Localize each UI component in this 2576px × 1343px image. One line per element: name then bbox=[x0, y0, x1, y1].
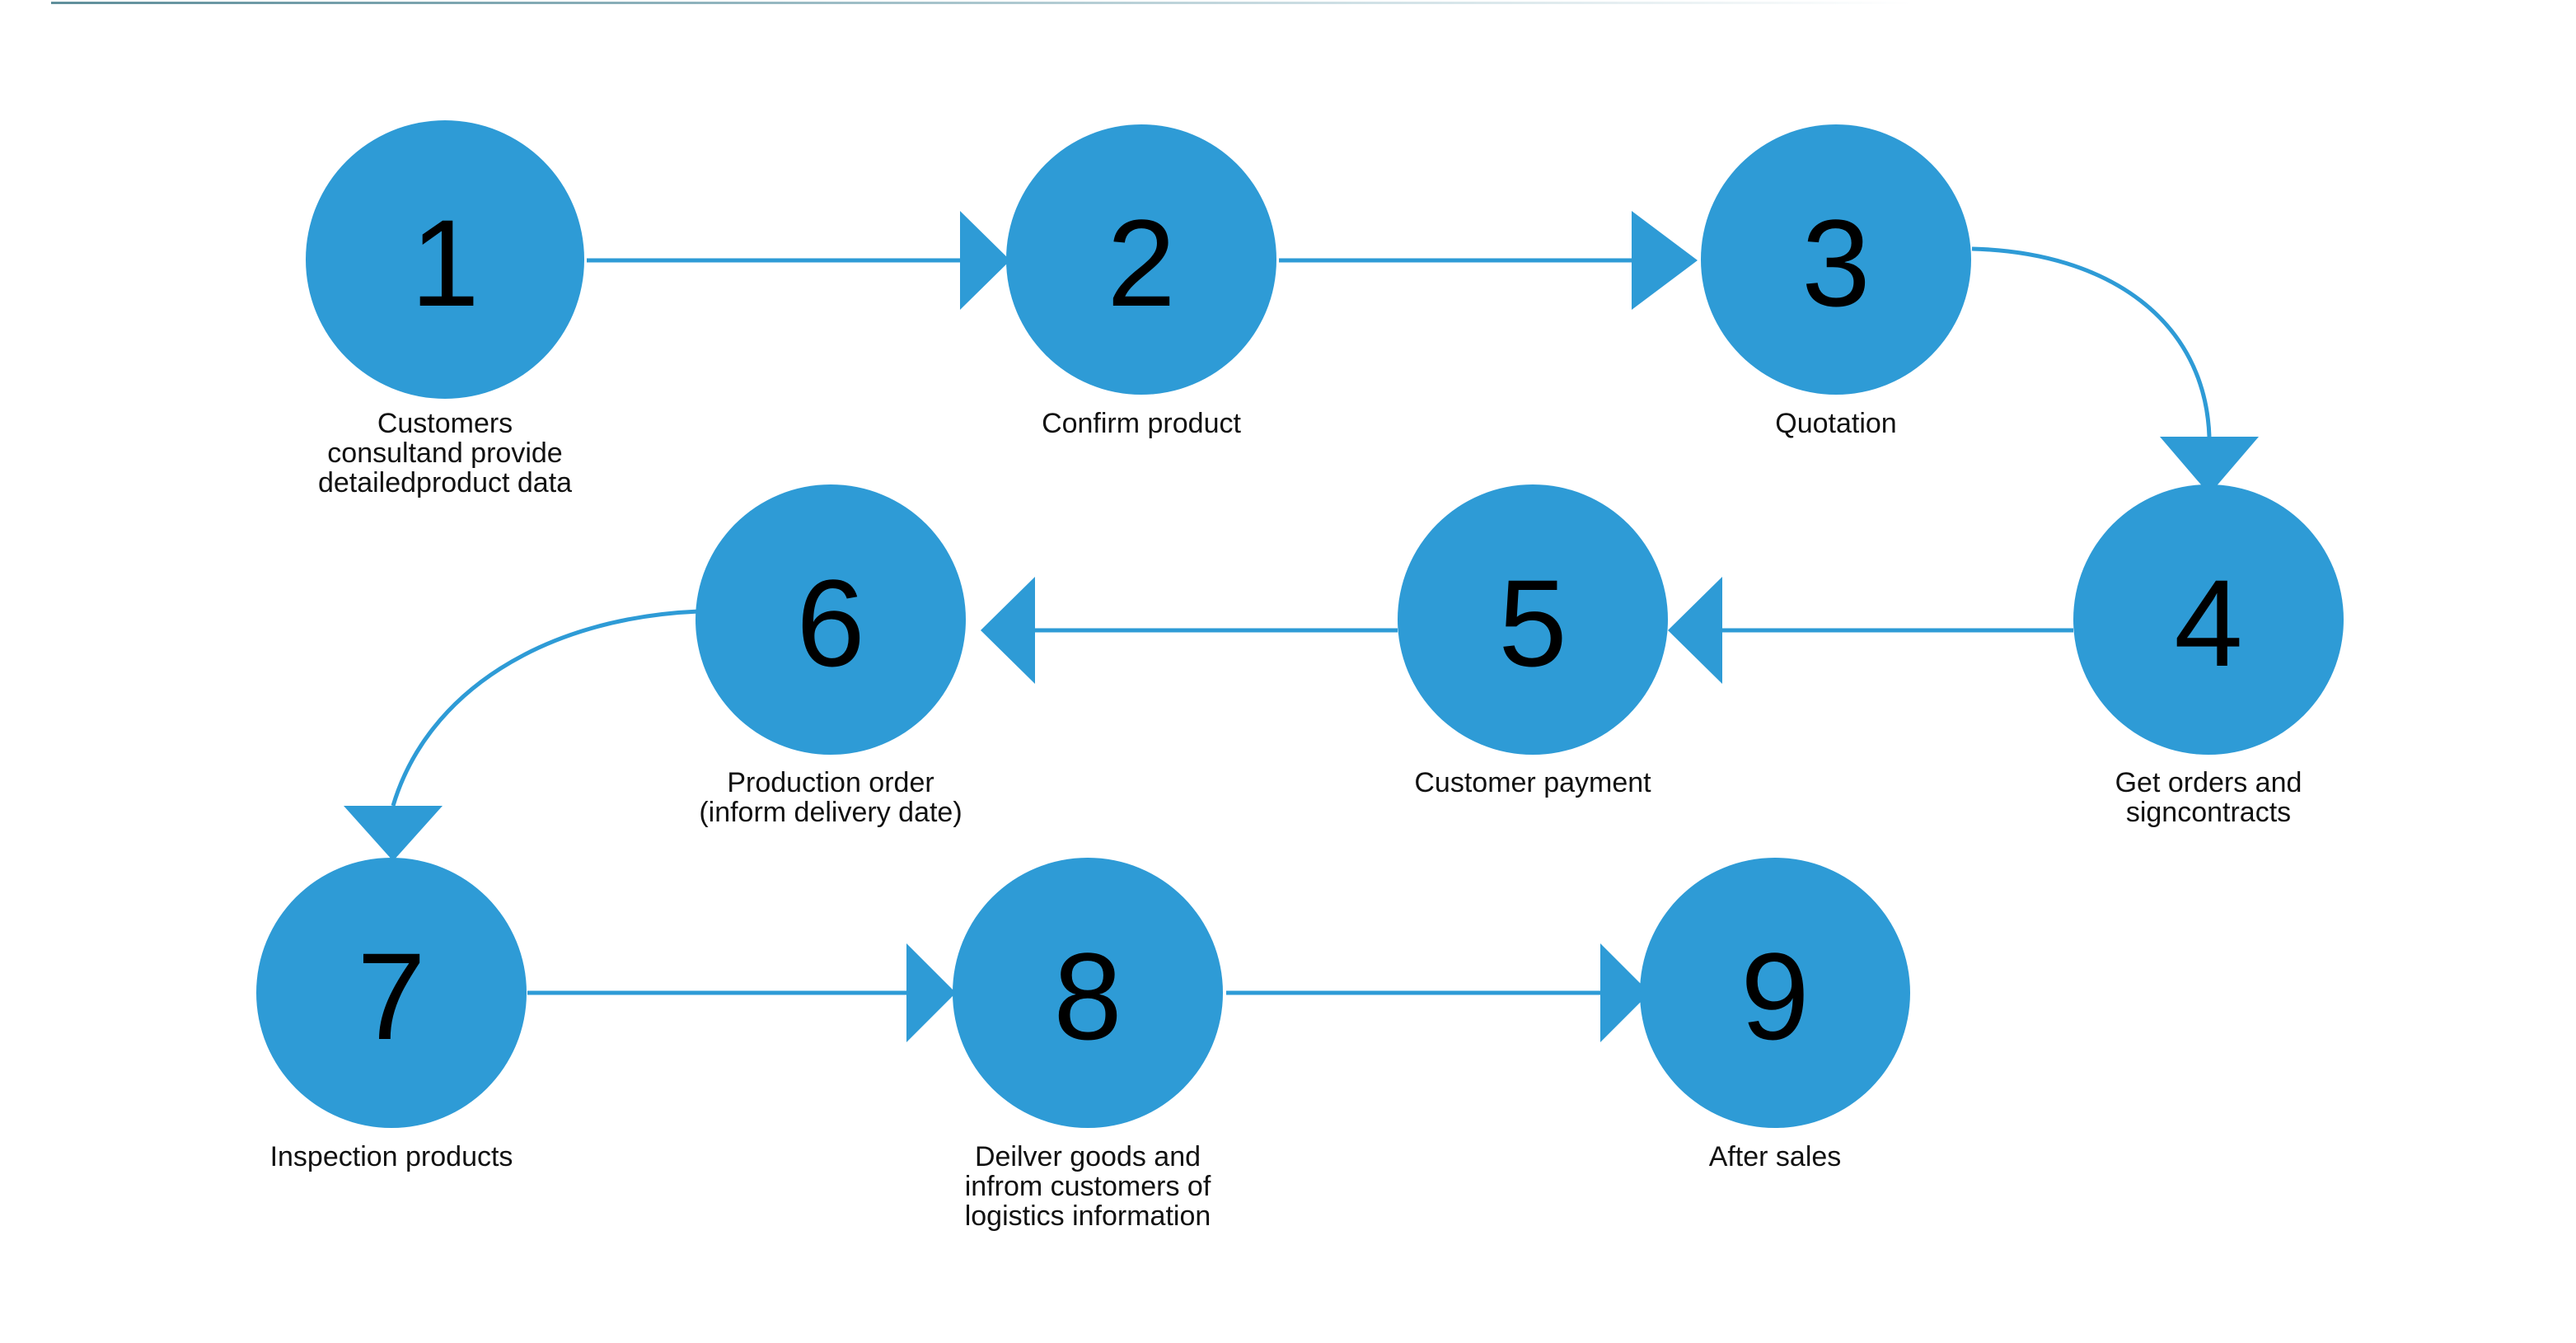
node-number: 9 bbox=[1740, 927, 1809, 1065]
connector-1-to-2 bbox=[587, 211, 1010, 310]
node-number: 6 bbox=[796, 554, 864, 692]
node-label-line: infrom customers of bbox=[965, 1171, 1211, 1202]
node-circle[interactable] bbox=[696, 484, 966, 755]
node-number: 3 bbox=[1801, 194, 1870, 332]
node-label: Confirm product bbox=[1042, 408, 1241, 439]
node-label: After sales bbox=[1709, 1141, 1842, 1172]
arrowhead-icon bbox=[1600, 943, 1650, 1042]
node-number: 7 bbox=[357, 927, 425, 1065]
arrowhead-icon bbox=[960, 211, 1010, 310]
node-circle[interactable] bbox=[1701, 124, 1971, 395]
node-circle[interactable] bbox=[2073, 484, 2344, 755]
node-label-line: After sales bbox=[1709, 1141, 1842, 1172]
node-label-line: Quotation bbox=[1775, 408, 1896, 439]
node-circle[interactable] bbox=[1398, 484, 1668, 755]
node-label-line: Deilver goods and bbox=[975, 1141, 1201, 1172]
node-number: 8 bbox=[1053, 927, 1122, 1065]
connector-8-to-9 bbox=[1226, 943, 1650, 1042]
node-circle[interactable] bbox=[1640, 858, 1910, 1128]
connector-6-to-7 bbox=[344, 609, 700, 861]
connector-2-to-3 bbox=[1279, 211, 1698, 310]
connector-line bbox=[1971, 246, 2212, 438]
node-label: Production order(inform delivery date) bbox=[699, 767, 962, 828]
arrowhead-icon bbox=[2160, 437, 2259, 494]
connector-4-to-5 bbox=[1668, 577, 2073, 684]
node-label-line: Get orders and bbox=[2115, 767, 2302, 798]
arrowhead-icon bbox=[1668, 577, 1722, 684]
connector-5-to-6 bbox=[981, 577, 1398, 684]
node-label-line: logistics information bbox=[965, 1200, 1211, 1232]
node-circle[interactable] bbox=[1006, 124, 1276, 395]
node-label: Inspection products bbox=[270, 1141, 513, 1172]
node-label-line: signcontracts bbox=[2126, 797, 2291, 828]
node-circle[interactable] bbox=[256, 858, 527, 1128]
node-label: Customer payment bbox=[1414, 767, 1651, 798]
node-circle[interactable] bbox=[306, 120, 584, 399]
connectors-layer bbox=[344, 211, 2259, 1042]
node-circle[interactable] bbox=[953, 858, 1223, 1128]
node-number: 2 bbox=[1107, 194, 1175, 332]
node-label-line: Production order bbox=[727, 767, 934, 798]
node-number: 1 bbox=[410, 194, 479, 332]
node-label-line: detailedproduct data bbox=[318, 467, 572, 498]
node-label-line: Confirm product bbox=[1042, 408, 1241, 439]
connector-line bbox=[391, 609, 700, 807]
node-label-line: Customer payment bbox=[1414, 767, 1651, 798]
node-label: Quotation bbox=[1775, 408, 1896, 439]
node-label-line: Customers bbox=[377, 408, 513, 439]
arrowhead-icon bbox=[981, 577, 1035, 684]
node-label-line: consultand provide bbox=[327, 438, 562, 469]
connector-3-to-4 bbox=[1971, 246, 2259, 494]
node-label-line: (inform delivery date) bbox=[699, 797, 962, 828]
node-number: 5 bbox=[1498, 554, 1567, 692]
node-label-line: Inspection products bbox=[270, 1141, 513, 1172]
arrowhead-icon bbox=[344, 806, 443, 861]
arrowhead-icon bbox=[906, 943, 956, 1042]
node-number: 4 bbox=[2174, 554, 2242, 692]
arrowhead-icon bbox=[1632, 211, 1698, 310]
connector-7-to-8 bbox=[527, 943, 956, 1042]
